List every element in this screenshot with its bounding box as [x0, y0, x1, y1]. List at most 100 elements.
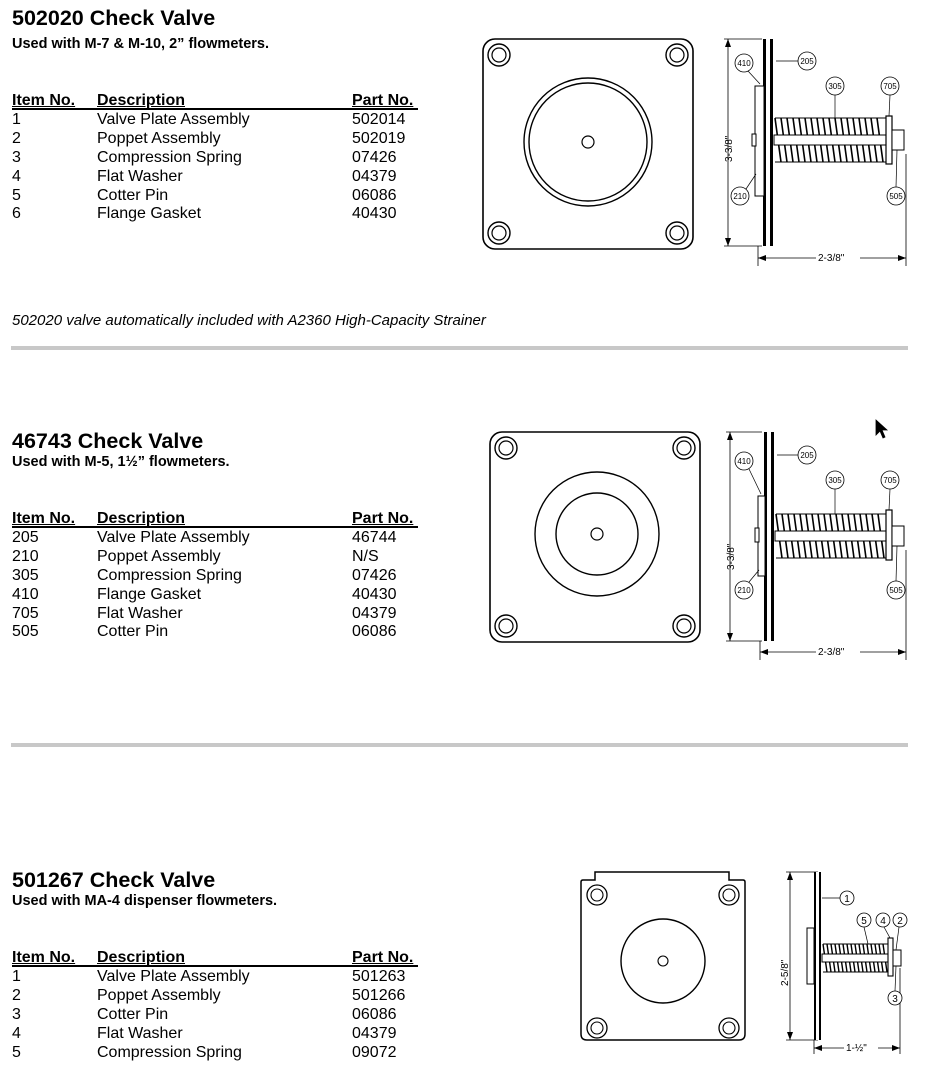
part-no: 06086: [352, 186, 397, 204]
header-part-no: Part No.: [352, 949, 414, 966]
item-no: 5: [12, 1043, 21, 1061]
plate-bolt-hole: [487, 43, 511, 67]
item-no: 705: [12, 604, 39, 622]
item-no: 3: [12, 1005, 21, 1023]
item-no: 4: [12, 1024, 21, 1042]
part-no: 04379: [352, 167, 397, 185]
header-part-no: Part No.: [352, 510, 414, 527]
part-no: 501266: [352, 986, 406, 1004]
item-no: 6: [12, 205, 21, 223]
callout-505: 505: [889, 586, 903, 595]
description: Flat Washer: [97, 604, 183, 622]
item-no: 410: [12, 585, 39, 603]
callout-210: 210: [733, 192, 747, 201]
description: Compression Spring: [97, 148, 242, 166]
callout-410: 410: [737, 59, 751, 68]
valve-plate-front-view: [489, 431, 701, 643]
callout-3: 3: [892, 994, 898, 1005]
valve-side-view: 3-3/8" 2-3/8" 410 205 305 705 210: [726, 431, 907, 660]
valve-side-view: 2-5/8" 1-½" 1 5 4 2 3: [780, 871, 908, 1054]
parts-table-header: Item No. Description Part No.: [12, 948, 418, 967]
section-divider: [11, 346, 908, 350]
callout-705: 705: [883, 476, 897, 485]
plate-bolt-hole: [672, 436, 696, 460]
width-dimension: 2-3/8": [818, 647, 845, 658]
callout-2: 2: [897, 916, 903, 927]
height-dimension: 3-3/8": [726, 543, 737, 570]
part-no: 06086: [352, 1005, 397, 1023]
item-no: 205: [12, 529, 39, 546]
mouse-cursor-icon: [875, 419, 889, 439]
description: Poppet Assembly: [97, 547, 221, 565]
item-no: 2: [12, 986, 21, 1004]
description: Flange Gasket: [97, 585, 202, 603]
callout-5: 5: [861, 916, 867, 927]
table-row: 1 Valve Plate Assembly 502014: [12, 110, 418, 129]
plate-bolt-hole: [586, 884, 608, 906]
part-no: 501263: [352, 968, 406, 985]
plate-bolt-hole: [665, 221, 689, 245]
callout-4: 4: [880, 916, 886, 927]
item-no: 4: [12, 167, 21, 185]
description: Cotter Pin: [97, 186, 169, 204]
width-dimension: 1-½": [846, 1043, 867, 1054]
description: Flat Washer: [97, 167, 183, 185]
section-subtitle: Used with MA-4 dispenser flowmeters.: [12, 893, 278, 909]
part-no: 04379: [352, 1024, 397, 1042]
callout-505: 505: [889, 192, 903, 201]
item-no: 1: [12, 111, 21, 128]
header-description: Description: [97, 92, 186, 109]
parts-table: Item No. Description Part No. 1 Valve Pla…: [12, 91, 418, 223]
table-row: 705 Flat Washer 04379: [12, 604, 418, 623]
table-row: 4 Flat Washer 04379: [12, 167, 418, 186]
section-title: 46743 Check Valve: [12, 429, 204, 453]
header-description: Description: [97, 949, 186, 966]
part-no: 46744: [352, 529, 397, 546]
valve-plate-front-view: [580, 871, 746, 1041]
parts-table: Item No. Description Part No. 205 Valve P…: [12, 509, 418, 641]
plate-bolt-hole: [487, 221, 511, 245]
callout-205: 205: [800, 451, 814, 460]
callout-410: 410: [737, 457, 751, 466]
part-no: 502014: [352, 111, 406, 128]
part-no: 04379: [352, 604, 397, 622]
description: Compression Spring: [97, 566, 242, 584]
callout-205: 205: [800, 57, 814, 66]
header-item-no: Item No.: [12, 92, 76, 109]
header-part-no: Part No.: [352, 92, 414, 109]
description: Valve Plate Assembly: [97, 111, 250, 128]
header-item-no: Item No.: [12, 949, 76, 966]
callout-1: 1: [844, 894, 850, 905]
height-dimension: 3-3/8": [724, 135, 735, 162]
parts-table-header: Item No. Description Part No.: [12, 509, 418, 528]
description: Valve Plate Assembly: [97, 529, 250, 546]
part-no: 502019: [352, 129, 406, 147]
part-no: N/S: [352, 547, 379, 565]
part-no: 09072: [352, 1043, 397, 1061]
valve-side-view: 3-3/8" 2-3/8" 410 205 305 705: [724, 38, 907, 266]
plate-bolt-hole: [672, 614, 696, 638]
valve-plate-front-view: [482, 38, 694, 250]
description: Cotter Pin: [97, 623, 169, 641]
section-title: 501267 Check Valve: [12, 868, 216, 892]
description: Flange Gasket: [97, 205, 202, 223]
plate-bolt-hole: [718, 1017, 740, 1039]
plate-bolt-hole: [586, 1017, 608, 1039]
section-subtitle: Used with M-7 & M-10, 2” flowmeters.: [12, 36, 270, 52]
callout-305: 305: [828, 82, 842, 91]
plate-bolt-hole: [665, 43, 689, 67]
parts-table-header: Item No. Description Part No.: [12, 91, 418, 110]
section-divider: [11, 743, 908, 747]
description: Poppet Assembly: [97, 129, 221, 147]
section-note: 502020 valve automatically included with…: [12, 312, 486, 329]
